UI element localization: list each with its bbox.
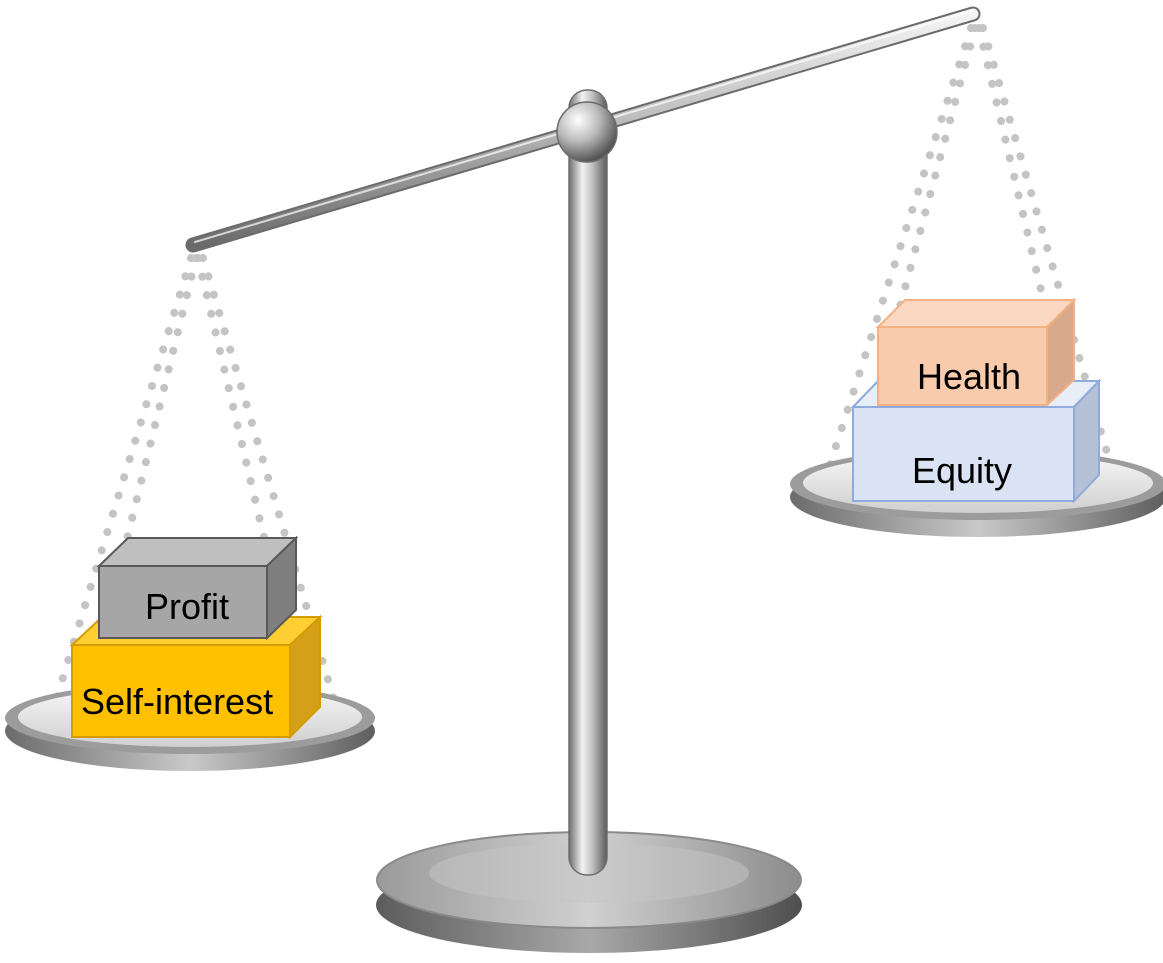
profit-block-top xyxy=(96,537,299,567)
health-block-top xyxy=(875,299,1077,328)
health-label: Health xyxy=(917,356,1021,397)
self-interest-label: Self-interest xyxy=(81,681,273,722)
health-block-face xyxy=(877,326,1048,406)
scale-base xyxy=(376,831,802,953)
profit-block-face xyxy=(98,565,268,639)
pivot-knob xyxy=(556,101,618,163)
profit-block: Profit xyxy=(96,535,299,641)
profit-label: Profit xyxy=(145,586,229,627)
health-block: Health xyxy=(875,297,1077,408)
scale-pole xyxy=(568,89,608,876)
equity-label: Equity xyxy=(912,450,1012,491)
self-interest-block-face xyxy=(71,644,291,738)
equity-block-face xyxy=(852,406,1075,502)
